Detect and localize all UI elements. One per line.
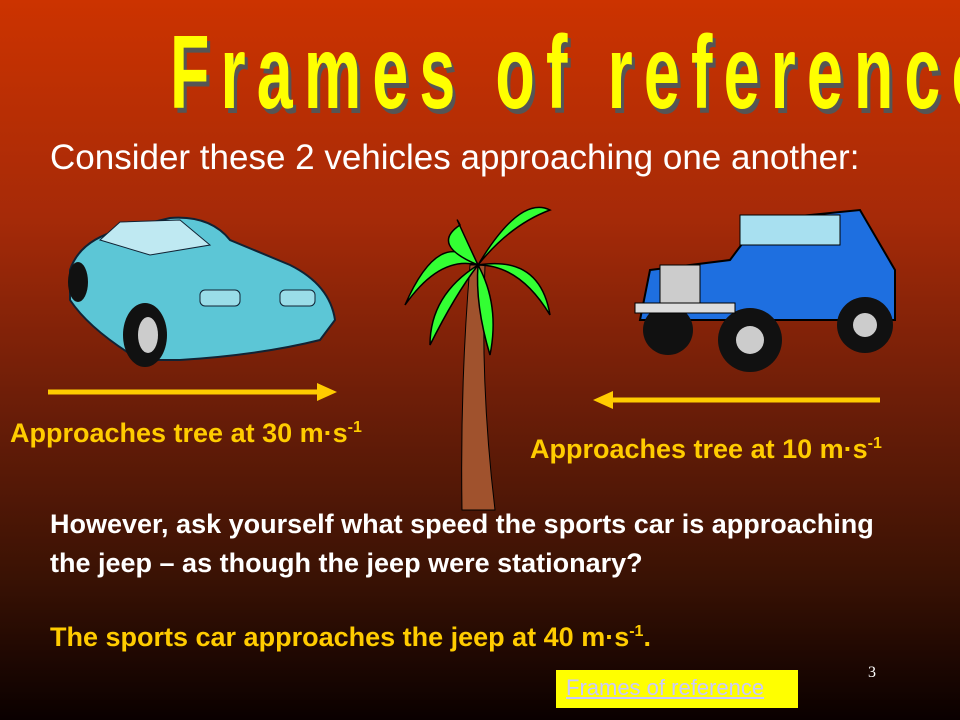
jeep-image	[634, 208, 896, 372]
car-speed-text: Approaches tree at 30 m·s	[10, 418, 348, 448]
answer-period: .	[643, 622, 651, 652]
slide-title: Frames of reference	[170, 15, 960, 131]
car-direction-arrow	[48, 383, 337, 401]
question-text: However, ask yourself what speed the spo…	[50, 509, 874, 578]
answer-text: The sports car approaches the jeep at 40…	[50, 622, 651, 653]
jeep-speed-exponent: -1	[867, 435, 882, 452]
link-box: Frames of reference	[556, 670, 798, 708]
palm-tree-image	[404, 206, 552, 511]
car-speed-exponent: -1	[347, 419, 362, 436]
sports-car-image	[68, 216, 337, 367]
car-speed-label: Approaches tree at 30 m·s-1	[10, 418, 362, 449]
subtitle: Consider these 2 vehicles approaching on…	[50, 138, 860, 177]
jeep-speed-text: Approaches tree at 10 m·s	[530, 434, 868, 464]
jeep-speed-label: Approaches tree at 10 m·s-1	[530, 434, 882, 465]
answer-exponent: -1	[629, 623, 644, 640]
jeep-direction-arrow	[593, 391, 880, 409]
page-number: 3	[868, 664, 876, 681]
answer-main: The sports car approaches the jeep at 40…	[50, 622, 630, 652]
frames-of-reference-link[interactable]: Frames of reference	[566, 675, 765, 700]
